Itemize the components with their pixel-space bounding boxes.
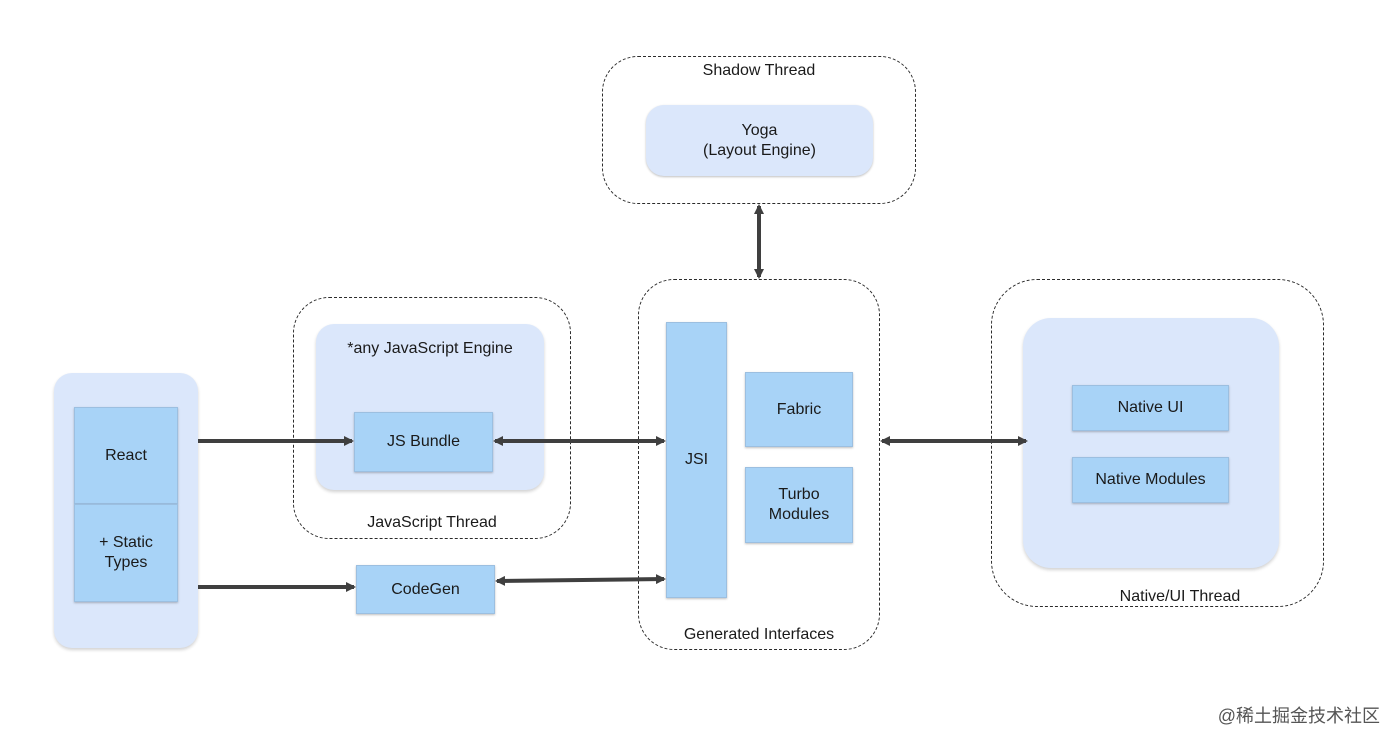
native-container: [1023, 318, 1279, 568]
codegen-box: CodeGen: [356, 565, 495, 614]
yoga-layout-engine-box: Yoga (Layout Engine): [646, 105, 873, 176]
shadow-thread-container: [602, 56, 916, 204]
watermark-text: @稀土掘金技术社区: [1217, 706, 1380, 726]
generated-interfaces-container: [638, 279, 880, 650]
native-ui-box: Native UI: [1072, 385, 1229, 431]
js-bundle-box: JS Bundle: [354, 412, 493, 472]
native-ui-thread-label: Native/UI Thread: [1119, 588, 1241, 605]
shadow-thread-label: Shadow Thread: [702, 62, 816, 79]
static-types-box: + Static Types: [74, 504, 178, 602]
codegen-jsi-arrow: [495, 574, 666, 586]
fabric-box: Fabric: [745, 372, 853, 447]
jsi-box: JSI: [666, 322, 727, 598]
turbo-modules-box: Turbo Modules: [745, 467, 853, 543]
react-box: React: [74, 407, 178, 504]
generated-interfaces-label: Generated Interfaces: [683, 626, 835, 643]
javascript-thread-container: [293, 297, 571, 539]
javascript-engine-label: *any JavaScript Engine: [347, 340, 513, 357]
javascript-thread-label: JavaScript Thread: [367, 514, 497, 531]
native-modules-box: Native Modules: [1072, 457, 1229, 503]
